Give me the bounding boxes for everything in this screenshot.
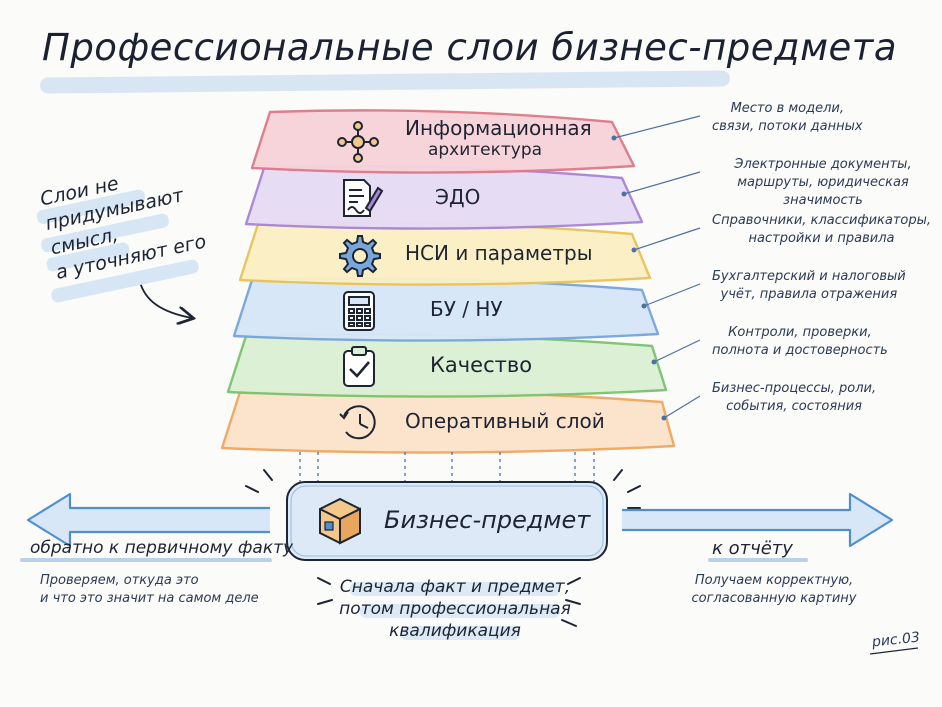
connector-dot: [641, 303, 647, 309]
layer-note-line: маршруты, юридическая значимость: [737, 175, 909, 208]
network-nodes-icon: [337, 121, 379, 163]
layer-note-line: Бизнес-процессы, роли,: [712, 381, 877, 396]
layer-label: БУ / НУ: [430, 297, 503, 321]
layer-label-line: Информационная: [405, 116, 592, 140]
right-flow-note-line: согласованную картину: [691, 591, 857, 606]
layers-stack: [220, 109, 676, 454]
left-flow-note-line: Проверяем, откуда это: [40, 573, 199, 588]
layer-note: Место в модели, связи, потоки данных: [712, 100, 863, 136]
note-connector: [613, 115, 701, 139]
layer-note: Бизнес-процессы, роли, события, состояния: [712, 380, 876, 416]
core-box: [286, 481, 608, 561]
layer-label: НСИ и параметры: [405, 241, 593, 265]
bottom-note-line: квалификация: [389, 621, 521, 641]
bottom-note-line: потом профессиональная: [339, 599, 571, 619]
layer-note: Справочники, классификаторы, настройки и …: [712, 212, 931, 248]
right-flow-note-line: Получаем корректную,: [694, 573, 854, 588]
layer-1: [250, 109, 636, 174]
left-flow-label: обратно к первичному факту: [30, 538, 294, 558]
layer-note: Контроли, проверки, полнота и достовернос…: [712, 324, 888, 360]
layer-note-line: полнота и достоверность: [712, 343, 888, 358]
layer-label: ЭДО: [435, 185, 481, 209]
layer-note: Электронные документы, маршруты, юридичес…: [704, 156, 942, 210]
layer-note-line: Электронные документы,: [734, 157, 912, 172]
left-flow-note-line: и что это значит на самом деле: [40, 591, 259, 606]
core-label: Бизнес-предмет: [384, 506, 591, 534]
right-flow-arrow: [622, 492, 894, 548]
document-sign-icon: [343, 179, 384, 217]
layer-label: Качество: [430, 353, 533, 377]
layer-label-line: архитектура: [427, 140, 543, 160]
layer-note-line: Справочники, классификаторы,: [712, 213, 932, 228]
clipboard-check-icon: [343, 346, 375, 387]
side-note-arrow: [139, 281, 192, 318]
connector-dot: [631, 247, 637, 253]
note-connector: [633, 227, 701, 251]
note-connectors: [611, 115, 701, 421]
gear-icon: [339, 235, 381, 277]
note-connector: [653, 339, 701, 363]
left-flow-note: Проверяем, откуда это и что это значит н…: [40, 572, 259, 608]
layer-note-line: учёт, правила отражения: [720, 287, 898, 302]
bottom-note-line: Сначала факт и предмет,: [339, 577, 571, 597]
right-flow-note: Получаем корректную, согласованную карти…: [684, 572, 864, 608]
connector-dot: [651, 359, 657, 365]
layer-note-line: связи, потоки данных: [712, 119, 863, 134]
cube-icon: [319, 497, 361, 545]
left-flow-arrow: [26, 492, 270, 548]
calculator-icon: [343, 291, 375, 331]
layer-note: Бухгалтерский и налоговый учёт, правила о…: [712, 268, 906, 304]
note-connector: [643, 283, 701, 307]
layer-note-line: Контроли, проверки,: [728, 325, 872, 340]
layer-label: Оперативный слой: [405, 409, 605, 433]
note-connector: [663, 395, 701, 419]
connector-dot: [661, 415, 667, 421]
bottom-note: Сначала факт и предмет, потом профессион…: [330, 576, 580, 642]
layer-note-line: события, состояния: [726, 399, 862, 414]
layer-note-line: Бухгалтерский и налоговый: [712, 269, 906, 284]
clock-icon: [339, 405, 376, 440]
layer-note-line: Место в модели,: [730, 101, 845, 116]
layer-note-line: настройки и правила: [748, 231, 895, 246]
connector-dot: [611, 135, 617, 141]
note-connector: [623, 171, 701, 195]
connector-dot: [621, 191, 627, 197]
right-flow-label: к отчёту: [712, 538, 793, 559]
